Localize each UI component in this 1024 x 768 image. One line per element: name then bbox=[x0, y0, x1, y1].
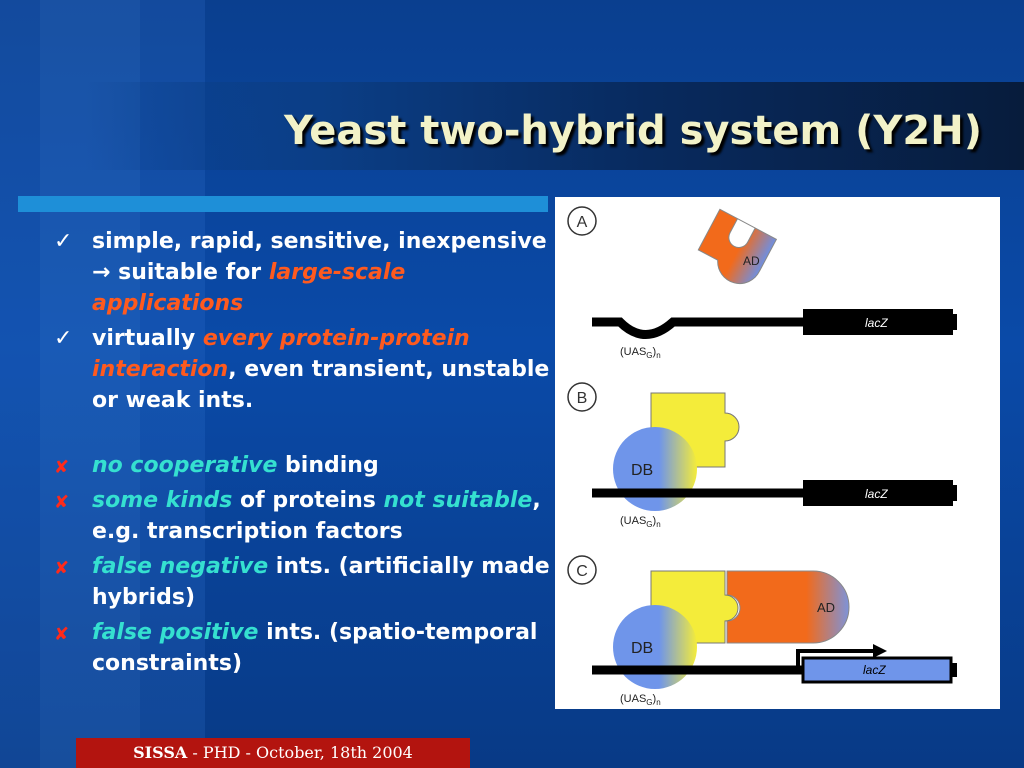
cross-icon: ✘ bbox=[54, 624, 70, 645]
cross-icon: ✘ bbox=[54, 457, 70, 478]
cross-icon: ✘ bbox=[54, 558, 70, 579]
footer-text: - PHD - October, 18th 2004 bbox=[187, 743, 413, 762]
bullet-emphasis: large-scale applications bbox=[92, 260, 406, 316]
bullet-emphasis: every protein-protein interaction bbox=[92, 326, 470, 382]
title-bar bbox=[85, 82, 1024, 170]
bullet-text: , even transient, unstable or weak ints. bbox=[92, 357, 550, 413]
bullet-emphasis: false negative bbox=[92, 554, 269, 579]
bullet-text: of proteins bbox=[232, 488, 384, 513]
slide-title: Yeast two-hybrid system (Y2H) bbox=[284, 108, 982, 154]
cross-icon: ✘ bbox=[54, 492, 70, 513]
panel-b: B DB lacZ (UASG)n bbox=[567, 382, 957, 529]
ad-label: AD bbox=[743, 254, 760, 268]
bullet-item: ✘ no cooperative binding bbox=[48, 450, 553, 481]
uas-label: (UASG)n bbox=[620, 515, 661, 529]
bullet-item: ✘ false negative ints. (artificially mad… bbox=[48, 551, 553, 613]
title-rule bbox=[18, 196, 548, 212]
footer-bar: SISSA - PHD - October, 18th 2004 bbox=[76, 738, 470, 768]
bullet-text: , e.g. transcription factors bbox=[92, 488, 541, 544]
bullet-text: ints. (spatio-temporal constraints) bbox=[92, 620, 538, 676]
uas-label: (UASG)n bbox=[620, 693, 661, 707]
panel-a: A AD lacZ (UASG)n bbox=[567, 206, 957, 360]
bullet-text: ints. (artificially made hybrids) bbox=[92, 554, 550, 610]
bullet-emphasis: no cooperative bbox=[92, 453, 278, 478]
bullet-text: binding bbox=[277, 453, 379, 478]
panel-label: C bbox=[576, 563, 588, 580]
bullet-text: simple, rapid, sensitive, inexpensive bbox=[92, 229, 547, 254]
bullet-list: ✓ simple, rapid, sensitive, inexpensive … bbox=[48, 226, 553, 683]
bullet-item: ✘ some kinds of proteins not suitable, e… bbox=[48, 485, 553, 547]
bullet-item: ✓ simple, rapid, sensitive, inexpensive … bbox=[48, 226, 553, 319]
bullet-item: ✓ virtually every protein-protein intera… bbox=[48, 323, 553, 416]
uas-label: (UASG)n bbox=[620, 346, 661, 360]
bullet-item: ✘ false positive ints. (spatio-temporal … bbox=[48, 617, 553, 679]
db-label: DB bbox=[631, 462, 653, 479]
bullet-text: suitable for bbox=[110, 260, 269, 285]
checkmark-icon: ✓ bbox=[54, 326, 73, 351]
db-label: DB bbox=[631, 640, 653, 657]
arrow-right-icon: → bbox=[92, 260, 111, 285]
footer-org: SISSA bbox=[133, 743, 188, 762]
panel-label: A bbox=[577, 214, 588, 231]
ad-label: AD bbox=[817, 600, 835, 615]
ad-protein bbox=[697, 208, 778, 284]
bullet-emphasis: not suitable bbox=[383, 488, 533, 513]
checkmark-icon: ✓ bbox=[54, 229, 73, 254]
panel-c: C AD DB lacZ (UASG)n bbox=[567, 555, 957, 707]
gene-label: lacZ bbox=[865, 487, 888, 501]
bullet-emphasis: false positive bbox=[92, 620, 259, 645]
bullet-emphasis: some kinds bbox=[92, 488, 233, 513]
y2h-diagram: A AD lacZ (UASG)n B DB lacZ (UASG)n bbox=[555, 197, 1000, 709]
gene-label: lacZ bbox=[863, 663, 886, 677]
gene-label: lacZ bbox=[865, 316, 888, 330]
panel-label: B bbox=[577, 390, 588, 407]
bullet-text: virtually bbox=[92, 326, 203, 351]
